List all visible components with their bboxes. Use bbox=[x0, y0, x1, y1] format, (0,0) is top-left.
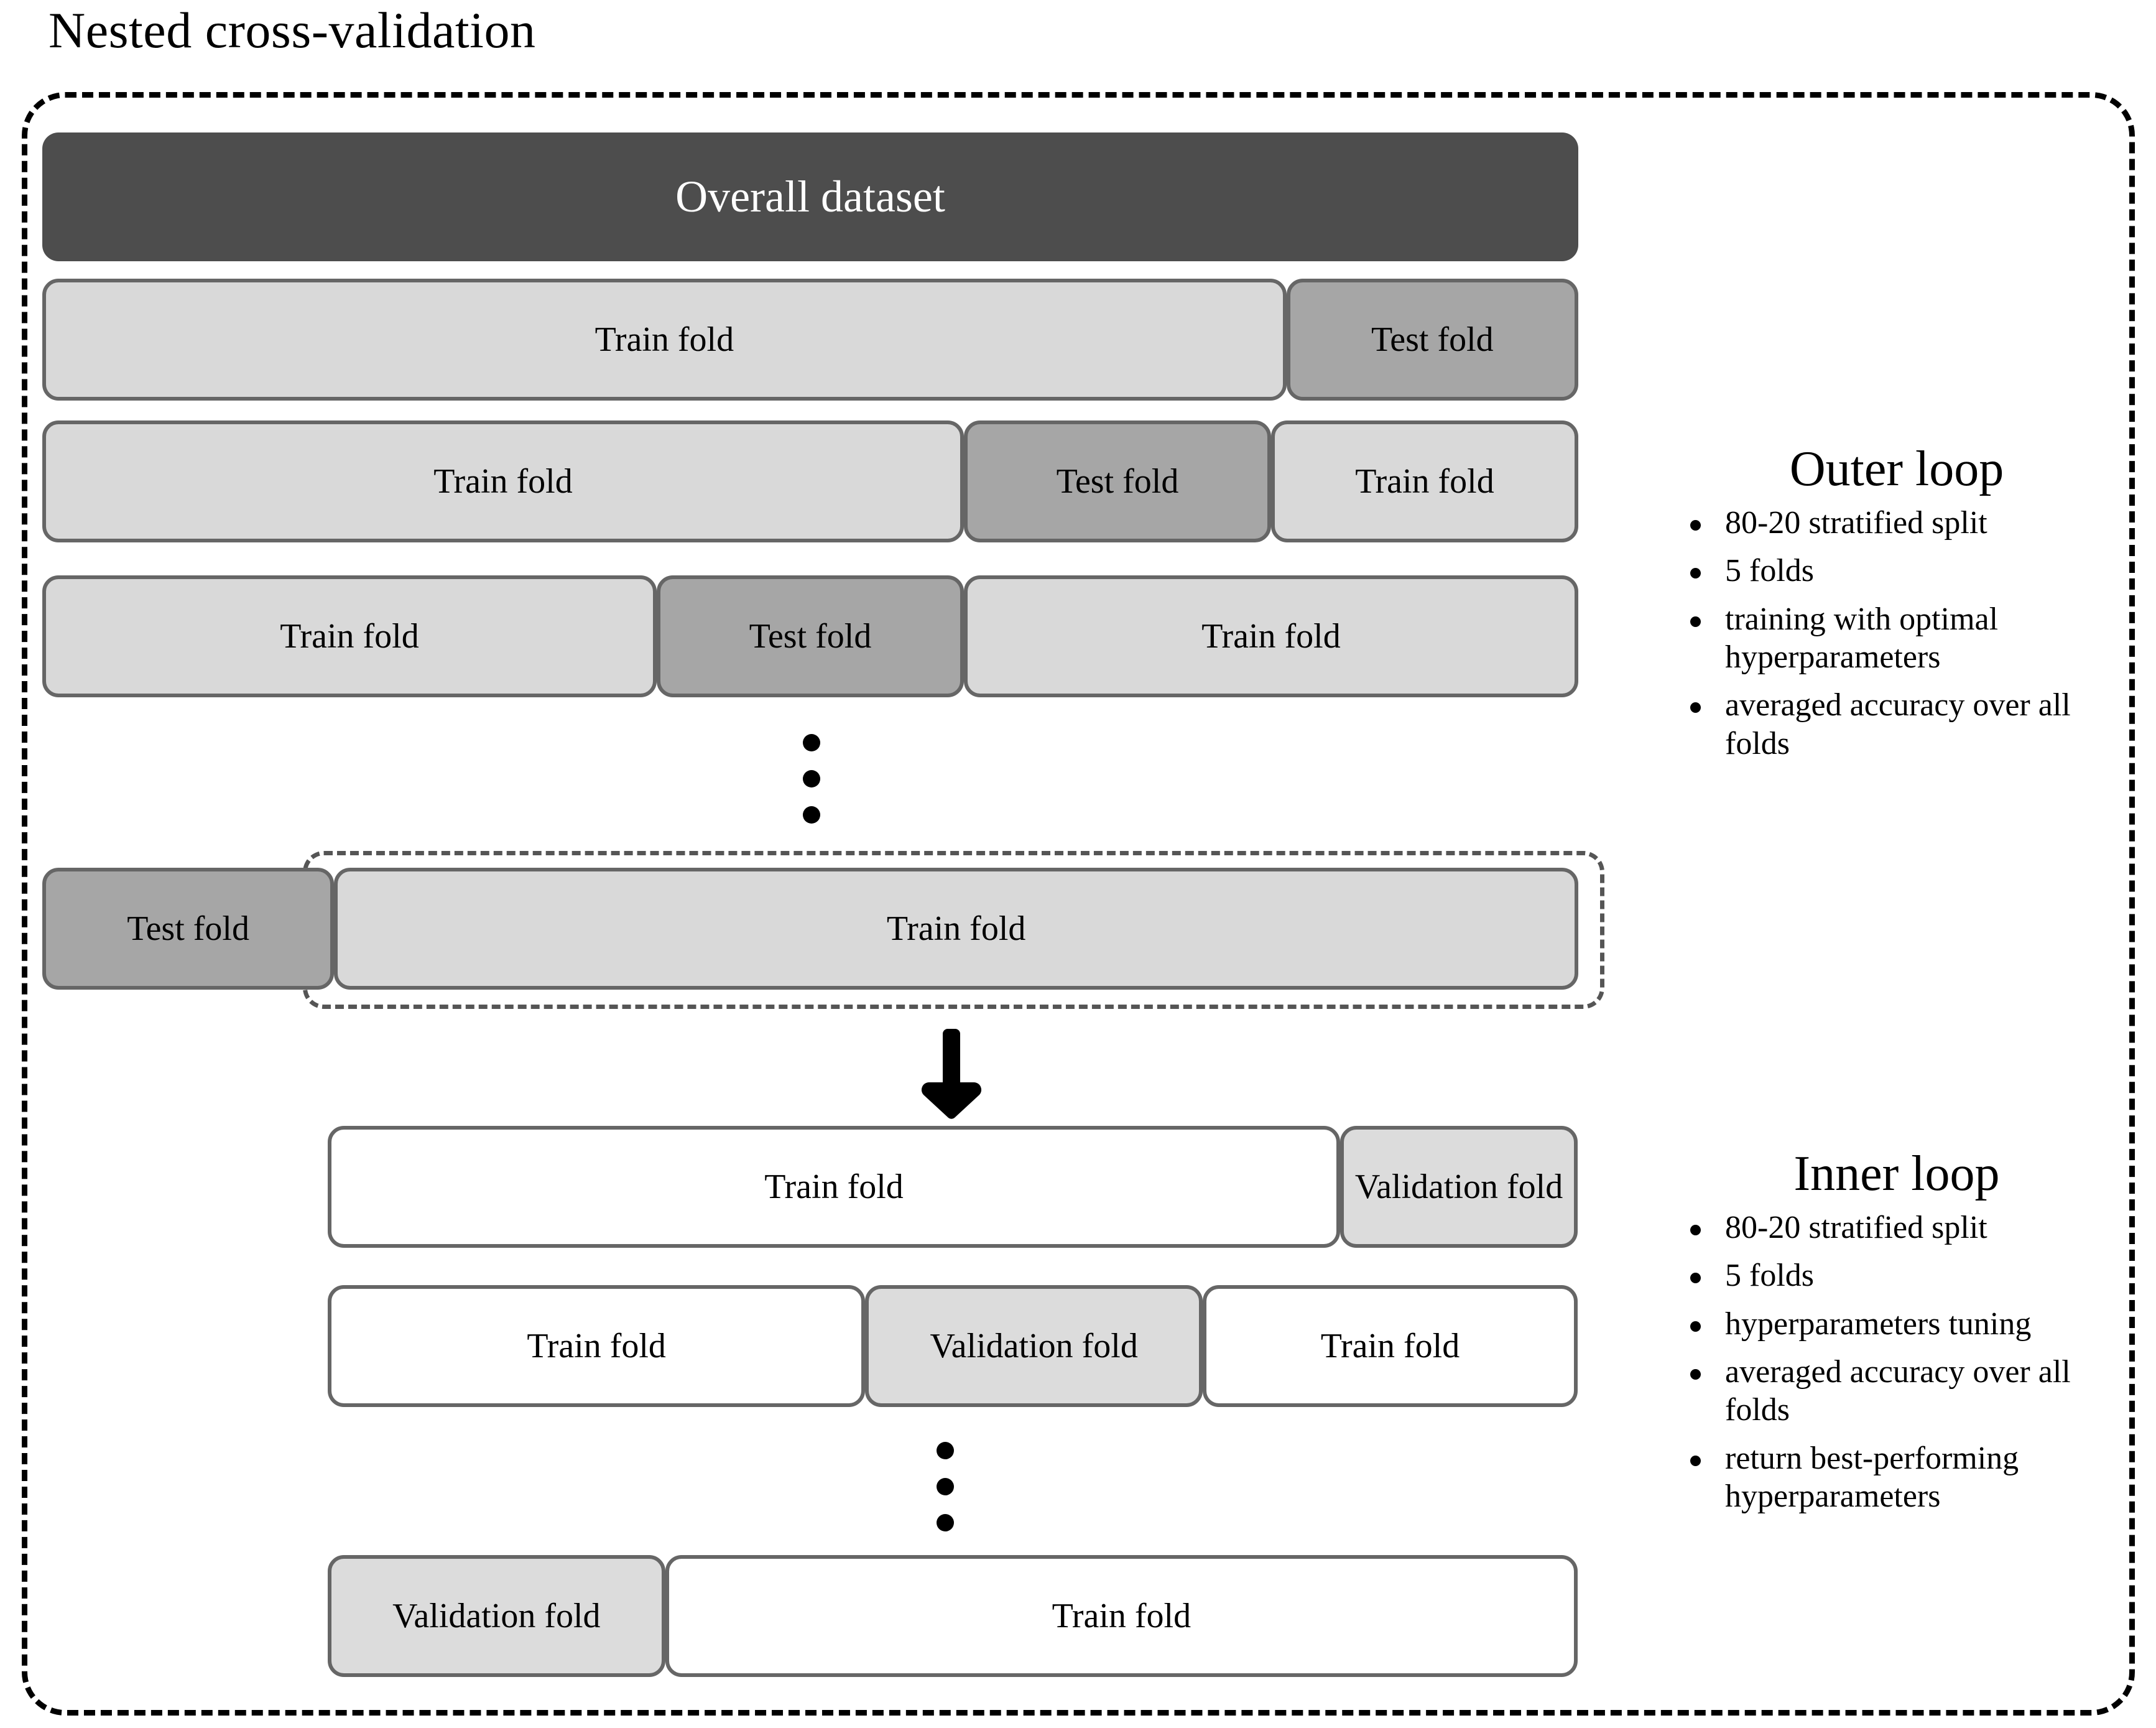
outer-segment-test: Test fold bbox=[657, 575, 964, 697]
segment-label: Test fold bbox=[127, 909, 249, 948]
outer-loop-ellipsis-icon bbox=[799, 734, 824, 824]
segment-label: Train fold bbox=[1320, 1327, 1460, 1365]
inner-fold-row-last: Validation fold Train fold bbox=[328, 1555, 1578, 1677]
list-item: training with optimal hyperparameters bbox=[1679, 600, 2114, 677]
list-item: return best-performing hyperparameters bbox=[1679, 1439, 2114, 1516]
inner-loop-legend: Inner loop 80-20 stratified split 5 fold… bbox=[1679, 1148, 2114, 1526]
outer-fold-row-3: Train fold Test fold Train fold bbox=[42, 575, 1578, 697]
list-item: 80-20 stratified split bbox=[1679, 1209, 2114, 1247]
list-item: averaged accuracy over all folds bbox=[1679, 1353, 2114, 1429]
segment-label: Train fold bbox=[764, 1168, 904, 1206]
inner-segment-train: Train fold bbox=[665, 1555, 1578, 1677]
inner-loop-bullet-list: 80-20 stratified split 5 folds hyperpara… bbox=[1679, 1209, 2114, 1516]
outer-segment-train: Train fold bbox=[42, 279, 1287, 401]
segment-label: Train fold bbox=[1201, 617, 1341, 656]
overall-dataset-bar: Overall dataset bbox=[42, 132, 1578, 261]
segment-label: Train fold bbox=[433, 462, 573, 501]
outer-loop-bullet-list: 80-20 stratified split 5 folds training … bbox=[1679, 504, 2114, 763]
inner-fold-row-1: Train fold Validation fold bbox=[328, 1126, 1578, 1248]
segment-label: Test fold bbox=[1371, 320, 1494, 359]
list-item: hyperparameters tuning bbox=[1679, 1305, 2114, 1343]
segment-label: Validation fold bbox=[392, 1597, 601, 1635]
outer-segment-test: Test fold bbox=[42, 868, 335, 990]
outer-fold-row-last: Test fold Train fold bbox=[42, 868, 1578, 990]
outer-segment-train: Train fold bbox=[42, 575, 657, 697]
outer-fold-row-1: Train fold Test fold bbox=[42, 279, 1578, 401]
page-title: Nested cross-validation bbox=[49, 2, 536, 58]
inner-segment-validation: Validation fold bbox=[865, 1285, 1203, 1407]
inner-segment-validation: Validation fold bbox=[1340, 1126, 1578, 1248]
segment-label: Train fold bbox=[1052, 1597, 1191, 1635]
segment-label: Train fold bbox=[527, 1327, 666, 1365]
segment-label: Validation fold bbox=[930, 1327, 1138, 1365]
outer-segment-test: Test fold bbox=[1286, 279, 1578, 401]
outer-segment-train: Train fold bbox=[334, 868, 1578, 990]
outer-segment-test: Test fold bbox=[964, 420, 1271, 542]
inner-loop-ellipsis-icon bbox=[933, 1442, 958, 1531]
segment-label: Train fold bbox=[886, 909, 1026, 948]
outer-fold-row-2: Train fold Test fold Train fold bbox=[42, 420, 1578, 542]
segment-label: Train fold bbox=[595, 320, 734, 359]
list-item: 5 folds bbox=[1679, 552, 2114, 590]
list-item: 80-20 stratified split bbox=[1679, 504, 2114, 542]
outer-segment-train: Train fold bbox=[42, 420, 964, 542]
segment-label: Test fold bbox=[749, 617, 872, 656]
outer-loop-legend: Outer loop 80-20 stratified split 5 fold… bbox=[1679, 443, 2114, 773]
inner-segment-train: Train fold bbox=[328, 1285, 866, 1407]
outer-segment-train: Train fold bbox=[964, 575, 1578, 697]
overall-dataset-label: Overall dataset bbox=[675, 172, 945, 221]
down-arrow-icon bbox=[913, 1026, 988, 1120]
list-item: averaged accuracy over all folds bbox=[1679, 686, 2114, 763]
inner-loop-title: Inner loop bbox=[1793, 1146, 2000, 1201]
list-item: 5 folds bbox=[1679, 1257, 2114, 1294]
inner-segment-train: Train fold bbox=[1202, 1285, 1578, 1407]
segment-label: Train fold bbox=[1355, 462, 1494, 501]
segment-label: Test fold bbox=[1056, 462, 1179, 501]
segment-label: Train fold bbox=[280, 617, 419, 656]
outer-loop-frame bbox=[22, 92, 2135, 1716]
segment-label: Validation fold bbox=[1354, 1168, 1563, 1206]
outer-segment-train: Train fold bbox=[1271, 420, 1578, 542]
inner-fold-row-2: Train fold Validation fold Train fold bbox=[328, 1285, 1578, 1407]
inner-segment-train: Train fold bbox=[328, 1126, 1341, 1248]
inner-segment-validation: Validation fold bbox=[328, 1555, 665, 1677]
outer-loop-title: Outer loop bbox=[1789, 442, 2004, 496]
